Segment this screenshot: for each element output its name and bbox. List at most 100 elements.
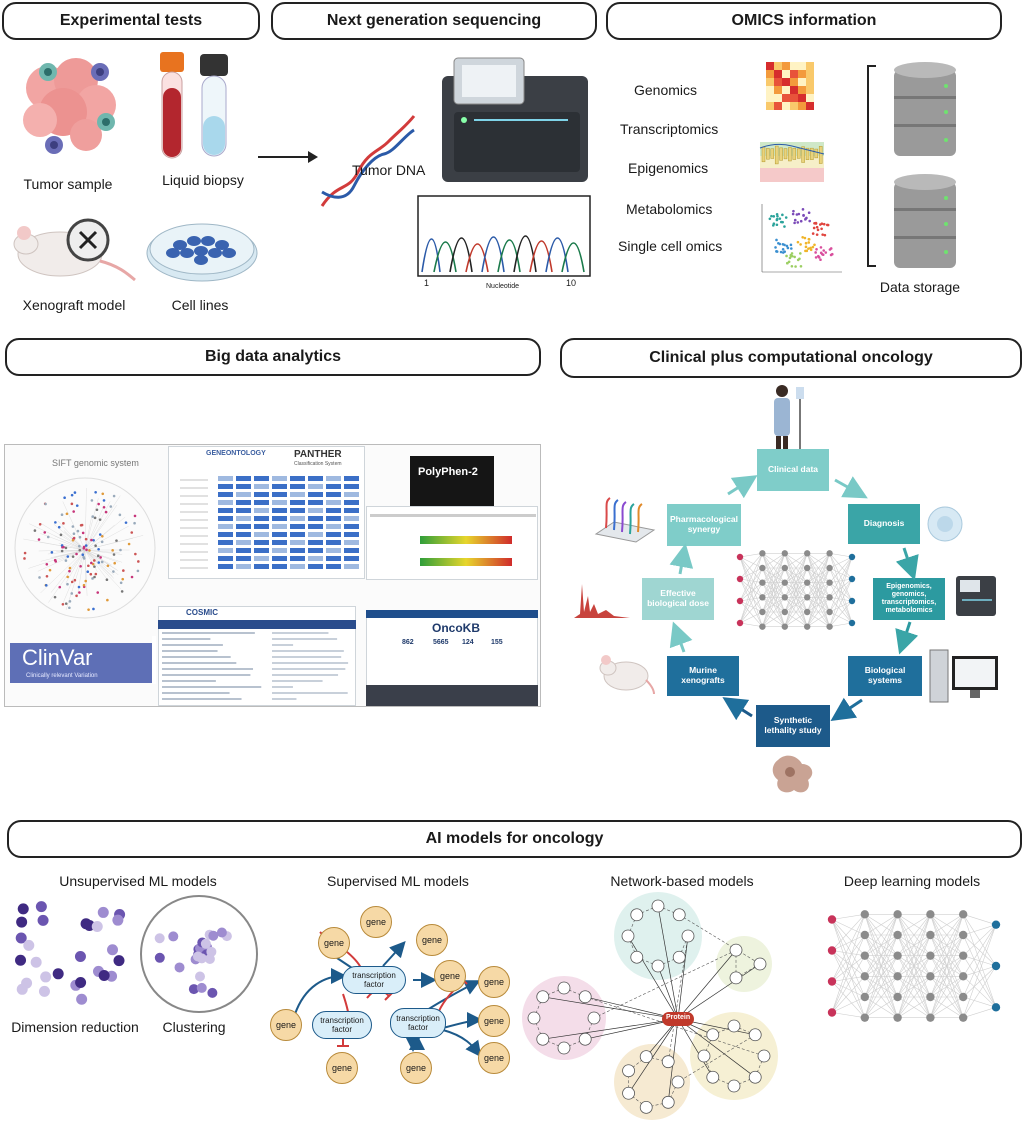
sift-node bbox=[118, 513, 122, 517]
nn-edge bbox=[831, 981, 865, 998]
panther-cell bbox=[344, 540, 359, 545]
panther-cell bbox=[236, 508, 251, 513]
dna-helix-icon bbox=[320, 115, 416, 207]
nn-edge bbox=[930, 914, 964, 1018]
nn-edge bbox=[864, 914, 898, 998]
sift-node bbox=[62, 545, 65, 549]
sift-node bbox=[81, 553, 85, 557]
sift-node bbox=[68, 566, 72, 570]
panther-cell bbox=[218, 476, 233, 481]
tsne-point bbox=[799, 243, 802, 246]
panther-cell bbox=[236, 484, 251, 489]
sift-node bbox=[90, 499, 94, 502]
sift-node bbox=[101, 534, 104, 538]
panther-cell bbox=[236, 500, 251, 505]
nn-edge bbox=[897, 996, 931, 1018]
sift-node bbox=[94, 490, 97, 494]
network-edge bbox=[657, 905, 679, 1020]
nn-node bbox=[781, 608, 788, 616]
quality-bar bbox=[796, 148, 801, 159]
sift-node bbox=[104, 510, 108, 514]
tsne-point bbox=[819, 258, 822, 262]
nn-node bbox=[759, 594, 766, 601]
network-edge bbox=[585, 996, 765, 1057]
nn-edge bbox=[831, 955, 865, 982]
sift-edge bbox=[62, 549, 86, 604]
cosmic-text-line bbox=[272, 668, 346, 670]
sift-node bbox=[86, 570, 90, 574]
nn-edge bbox=[831, 934, 865, 951]
quality-bar bbox=[770, 148, 775, 159]
header-next-generation-sequencing: Next generation sequencing bbox=[271, 2, 597, 40]
network-edge bbox=[667, 1081, 679, 1103]
network-node bbox=[748, 1028, 762, 1042]
protein-network-graph bbox=[522, 892, 778, 1120]
sift-node bbox=[70, 592, 74, 595]
panther-cell bbox=[290, 492, 305, 497]
nn-node bbox=[860, 951, 869, 960]
sift-node bbox=[38, 523, 42, 526]
heatmap-cell bbox=[766, 86, 774, 94]
heatmap-cell bbox=[798, 86, 806, 94]
tsne-point bbox=[813, 243, 816, 247]
panther-cell bbox=[290, 524, 305, 529]
heatmap-cell bbox=[790, 70, 798, 78]
tsne-point bbox=[793, 218, 797, 222]
sift-edge bbox=[84, 501, 111, 551]
tsne-point bbox=[779, 250, 783, 254]
heatmap-cell bbox=[798, 70, 806, 78]
sift-edge bbox=[57, 520, 86, 551]
tsne-point bbox=[799, 252, 802, 255]
cluster-point bbox=[194, 971, 205, 982]
sift-node bbox=[53, 595, 57, 599]
network-edge bbox=[703, 1055, 714, 1078]
network-edge bbox=[584, 1017, 595, 1040]
mouse-icon bbox=[599, 655, 655, 695]
panther-cell bbox=[272, 548, 287, 553]
tsne-point bbox=[811, 232, 815, 235]
panther-cell bbox=[344, 492, 359, 497]
sift-node bbox=[60, 513, 64, 517]
panther-cell bbox=[308, 524, 323, 529]
quality-bar bbox=[779, 147, 783, 161]
panther-cell bbox=[218, 508, 233, 513]
panther-cell bbox=[218, 556, 233, 561]
nn-node bbox=[893, 992, 902, 1002]
network-edge bbox=[542, 1038, 565, 1049]
network-node bbox=[681, 929, 695, 943]
nn-edge bbox=[762, 553, 786, 627]
panther-cell bbox=[308, 540, 323, 545]
data-point bbox=[98, 970, 110, 982]
panther-cell bbox=[236, 532, 251, 537]
sift-edge bbox=[84, 549, 119, 571]
nn-edge bbox=[829, 597, 853, 602]
sift-node bbox=[134, 552, 137, 556]
sift-node bbox=[70, 580, 74, 584]
nn-node bbox=[926, 930, 935, 940]
chromatogram-x-end: 10 bbox=[566, 278, 577, 288]
quality-bar bbox=[814, 148, 819, 159]
nn-node bbox=[804, 550, 811, 557]
cosmic-text-line bbox=[272, 680, 323, 682]
panther-cell bbox=[308, 508, 323, 513]
cosmic-text-line bbox=[162, 686, 262, 688]
cosmic-text-line bbox=[162, 674, 251, 676]
sift-edge bbox=[84, 504, 105, 551]
cosmic-text-line bbox=[162, 698, 242, 700]
sift-node bbox=[64, 602, 68, 605]
tsne-point bbox=[783, 243, 786, 247]
nn-node bbox=[848, 575, 856, 583]
sift-node bbox=[62, 522, 65, 525]
tsne-point bbox=[786, 261, 789, 265]
sift-node bbox=[33, 529, 37, 532]
sift-edge bbox=[40, 523, 86, 551]
cosmic-text-line bbox=[162, 662, 237, 664]
sift-node bbox=[91, 515, 95, 518]
sift-node bbox=[71, 555, 75, 558]
tsne-point bbox=[785, 254, 788, 258]
panther-cell bbox=[326, 556, 341, 561]
panther-cell bbox=[326, 492, 341, 497]
sift-node bbox=[124, 521, 128, 524]
nn-edge bbox=[963, 996, 997, 1008]
network-node bbox=[527, 1011, 541, 1025]
